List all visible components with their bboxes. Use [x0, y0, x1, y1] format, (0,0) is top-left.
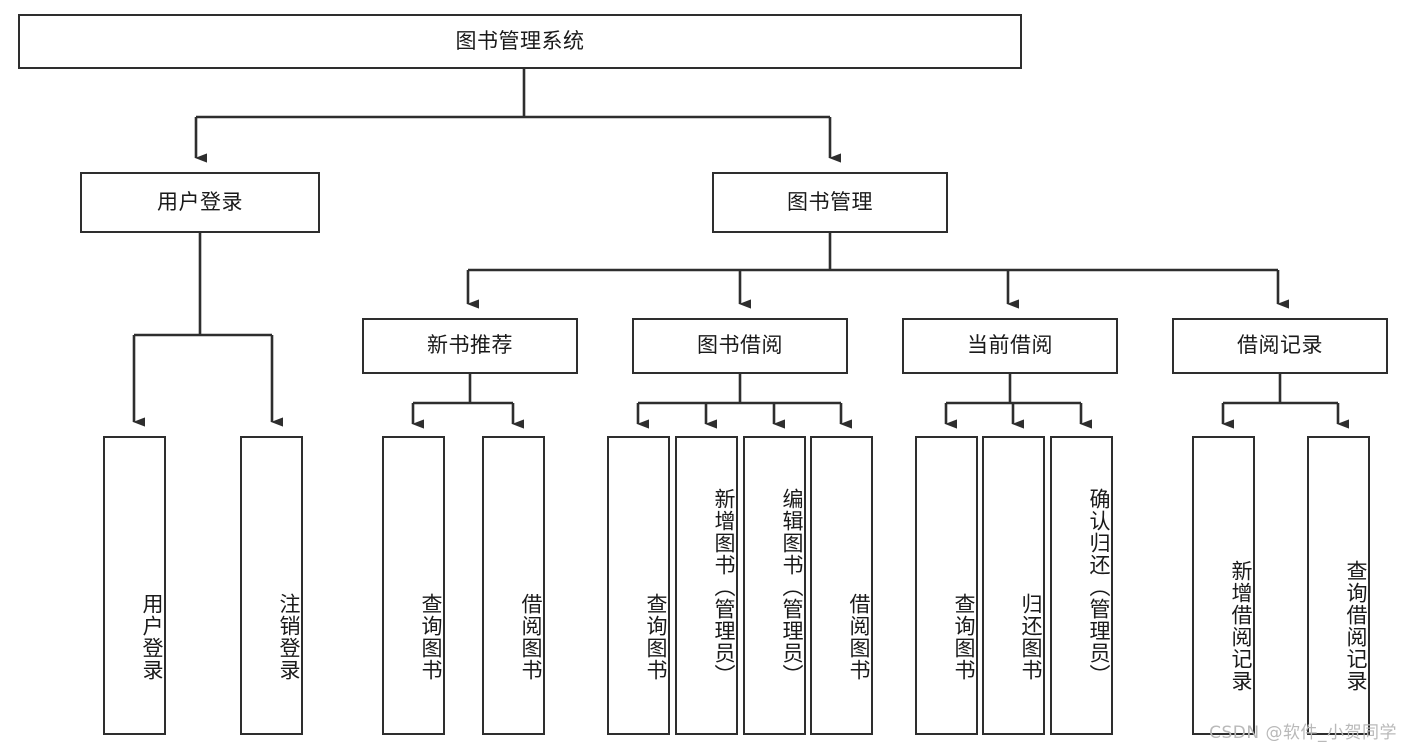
node-root-label: 图书管理系统: [455, 28, 585, 53]
leaf-add-book[interactable]: 新增图书（管理员）: [675, 436, 738, 735]
leaf-return-book-label: 归还图书: [1019, 592, 1043, 681]
node-book-borrow[interactable]: 图书借阅: [632, 318, 848, 374]
node-borrow-record[interactable]: 借阅记录: [1172, 318, 1388, 374]
leaf-confirm-return[interactable]: 确认归还（管理员）: [1050, 436, 1113, 735]
leaf-add-record-label: 新增借阅记录: [1229, 559, 1253, 692]
leaf-add-book-label: 新增图书（管理员）: [712, 487, 736, 686]
node-new-book-recommend[interactable]: 新书推荐: [362, 318, 578, 374]
watermark: CSDN @软件_小贺同学: [1209, 723, 1397, 743]
leaf-logout-login-label: 注销登录: [277, 592, 301, 681]
leaf-edit-book[interactable]: 编辑图书（管理员）: [743, 436, 806, 735]
leaf-query-book-1[interactable]: 查询图书: [382, 436, 445, 735]
leaf-borrow-book-1-label: 借阅图书: [519, 592, 543, 681]
leaf-return-book[interactable]: 归还图书: [982, 436, 1045, 735]
leaf-query-book-2[interactable]: 查询图书: [607, 436, 670, 735]
node-new-book-recommend-label: 新书推荐: [427, 333, 513, 358]
leaf-query-book-3[interactable]: 查询图书: [915, 436, 978, 735]
leaf-edit-book-label: 编辑图书（管理员）: [780, 487, 804, 686]
node-book-borrow-label: 图书借阅: [697, 333, 783, 358]
node-book-management-label: 图书管理: [787, 189, 873, 214]
leaf-confirm-return-label: 确认归还（管理员）: [1087, 487, 1111, 686]
leaf-user-login[interactable]: 用户登录: [103, 436, 166, 735]
node-user-login[interactable]: 用户登录: [80, 172, 320, 233]
leaf-query-record[interactable]: 查询借阅记录: [1307, 436, 1370, 735]
node-root[interactable]: 图书管理系统: [18, 14, 1022, 69]
leaf-query-record-label: 查询借阅记录: [1344, 559, 1368, 692]
node-current-borrow[interactable]: 当前借阅: [902, 318, 1118, 374]
node-borrow-record-label: 借阅记录: [1237, 333, 1323, 358]
node-user-login-label: 用户登录: [157, 189, 243, 214]
leaf-borrow-book-2[interactable]: 借阅图书: [810, 436, 873, 735]
node-current-borrow-label: 当前借阅: [967, 333, 1053, 358]
leaf-query-book-3-label: 查询图书: [952, 592, 976, 681]
leaf-add-record[interactable]: 新增借阅记录: [1192, 436, 1255, 735]
leaf-user-login-label: 用户登录: [140, 592, 164, 681]
leaf-query-book-2-label: 查询图书: [644, 592, 668, 681]
leaf-borrow-book-1[interactable]: 借阅图书: [482, 436, 545, 735]
leaf-query-book-1-label: 查询图书: [419, 592, 443, 681]
leaf-borrow-book-2-label: 借阅图书: [847, 592, 871, 681]
node-book-management[interactable]: 图书管理: [712, 172, 948, 233]
leaf-logout-login[interactable]: 注销登录: [240, 436, 303, 735]
